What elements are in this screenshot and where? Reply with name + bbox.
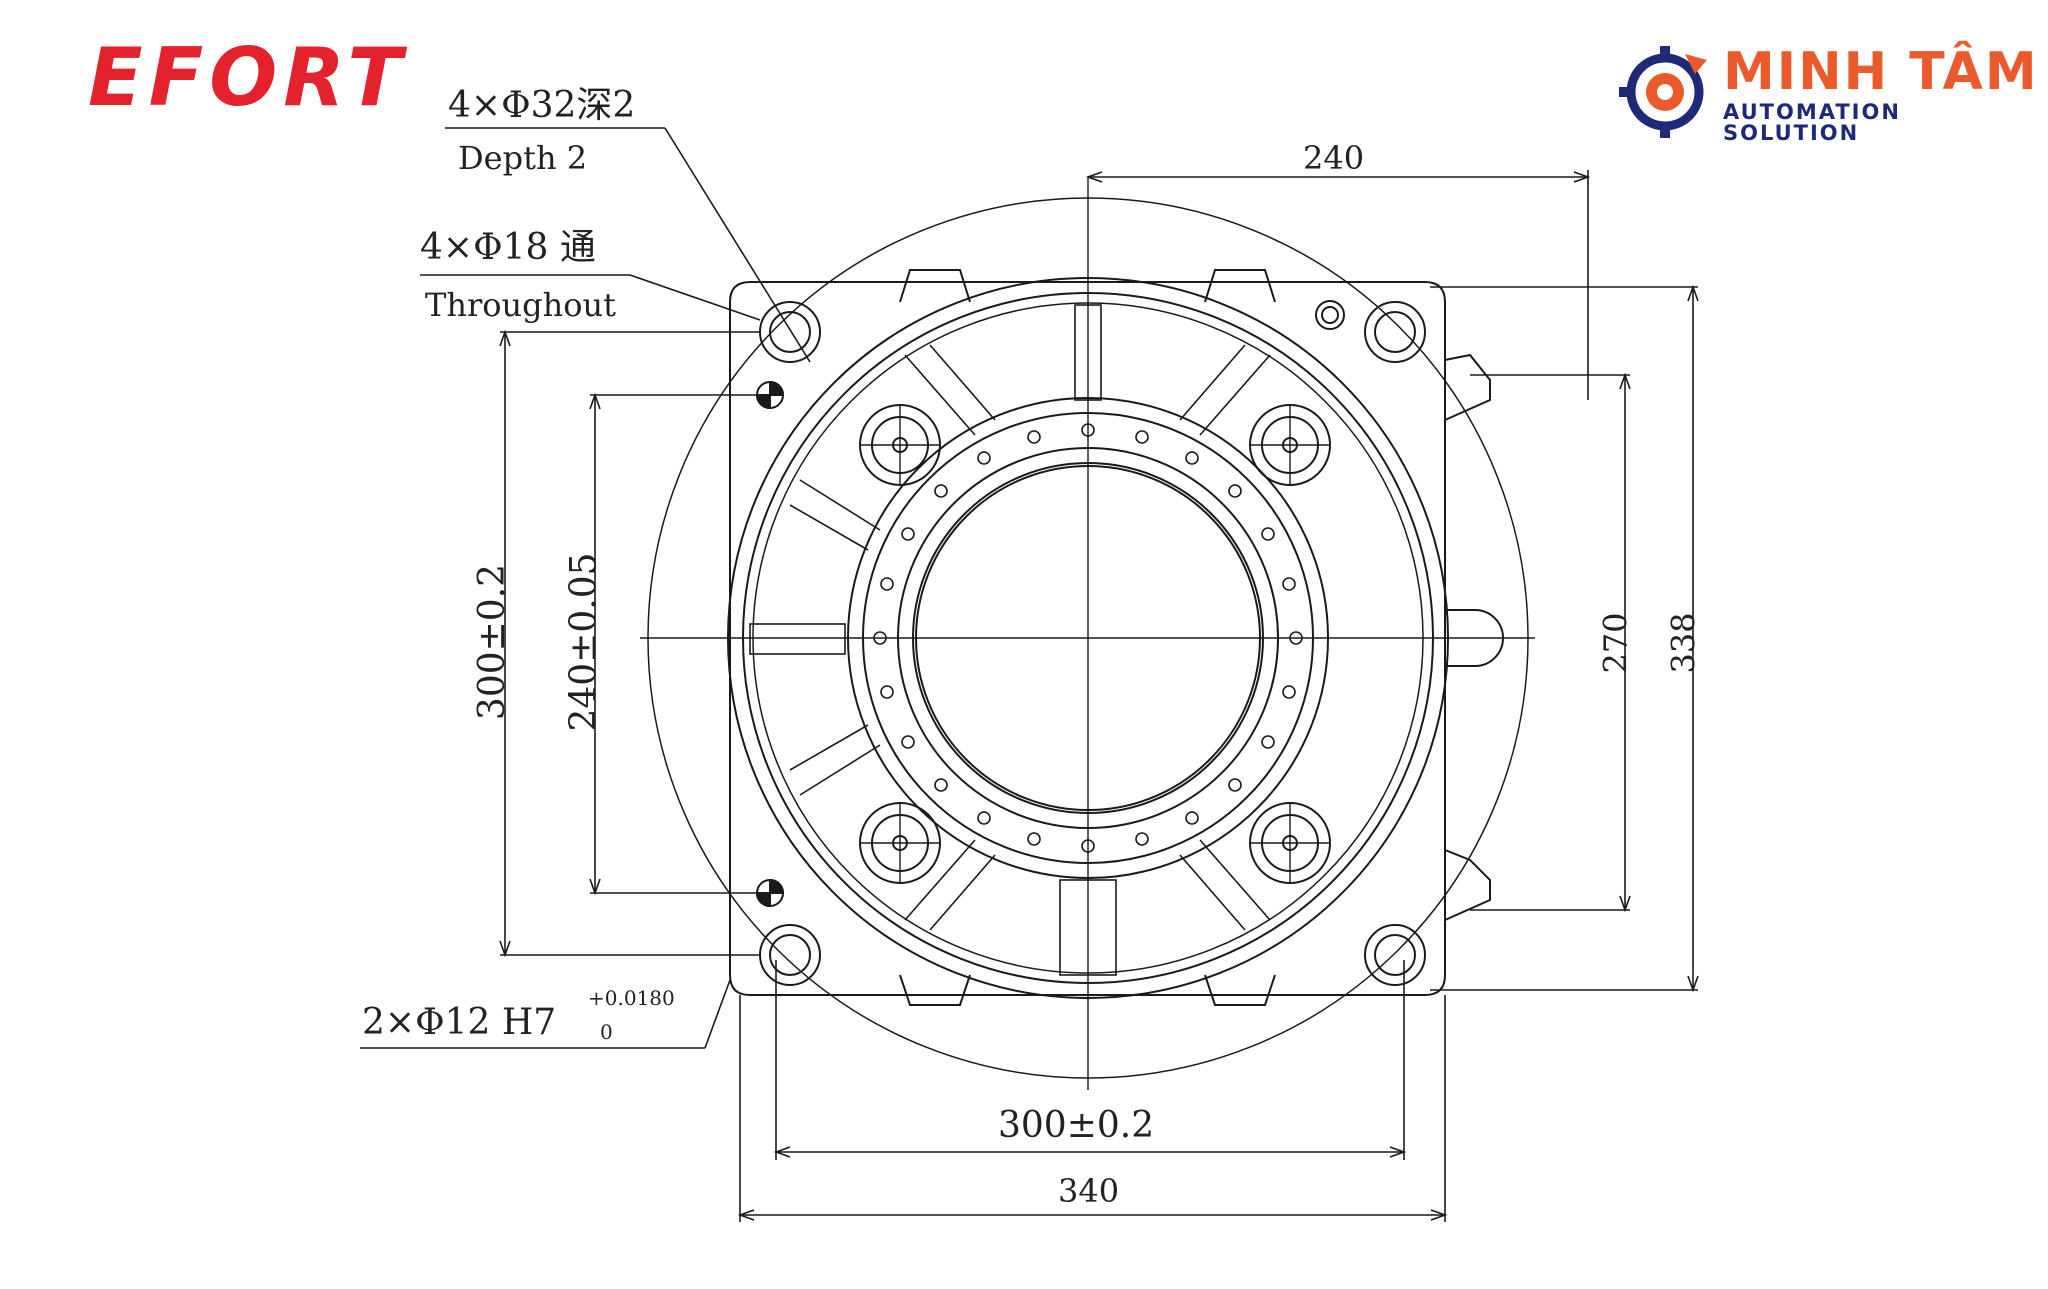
dim-top-240: 240 <box>1303 139 1365 177</box>
leader-lines <box>360 127 811 1049</box>
through-hole-label-en: Throughout <box>425 286 616 324</box>
dim-bottom-300: 300±0.2 <box>998 1105 1155 1146</box>
minh-tam-name: MINH TÂM <box>1723 42 2039 102</box>
dim-left-300: 300±0.2 <box>472 563 514 721</box>
dim-right-270: 270 <box>1596 612 1635 674</box>
depth-hole-label-cn: 4×Φ32深2 <box>448 85 636 126</box>
efort-logo: EFORT <box>88 31 408 124</box>
minh-tam-logo: MINH TÂM AUTOMATION SOLUTION <box>1615 40 2045 144</box>
pin-hole-lower-tolerance: 0 <box>600 1020 613 1044</box>
through-hole-label-cn: 4×Φ18 通 <box>420 227 596 268</box>
dimension-lines <box>499 170 1699 1222</box>
pin-hole-label: 2×Φ12 H7 <box>362 1002 557 1043</box>
dim-left-240: 240±0.05 <box>563 552 605 732</box>
center-lines <box>640 178 1535 1090</box>
dim-right-338: 338 <box>1664 612 1703 674</box>
rib-slots <box>749 304 1271 976</box>
dim-bottom-340: 340 <box>1058 1172 1120 1210</box>
pin-holes <box>755 380 785 908</box>
gear-logo-icon <box>1619 46 1707 138</box>
pin-hole-upper-tolerance: +0.0180 <box>588 986 675 1010</box>
minh-tam-subtitle: AUTOMATION SOLUTION <box>1723 100 1901 145</box>
depth-hole-label-en: Depth 2 <box>458 139 588 177</box>
